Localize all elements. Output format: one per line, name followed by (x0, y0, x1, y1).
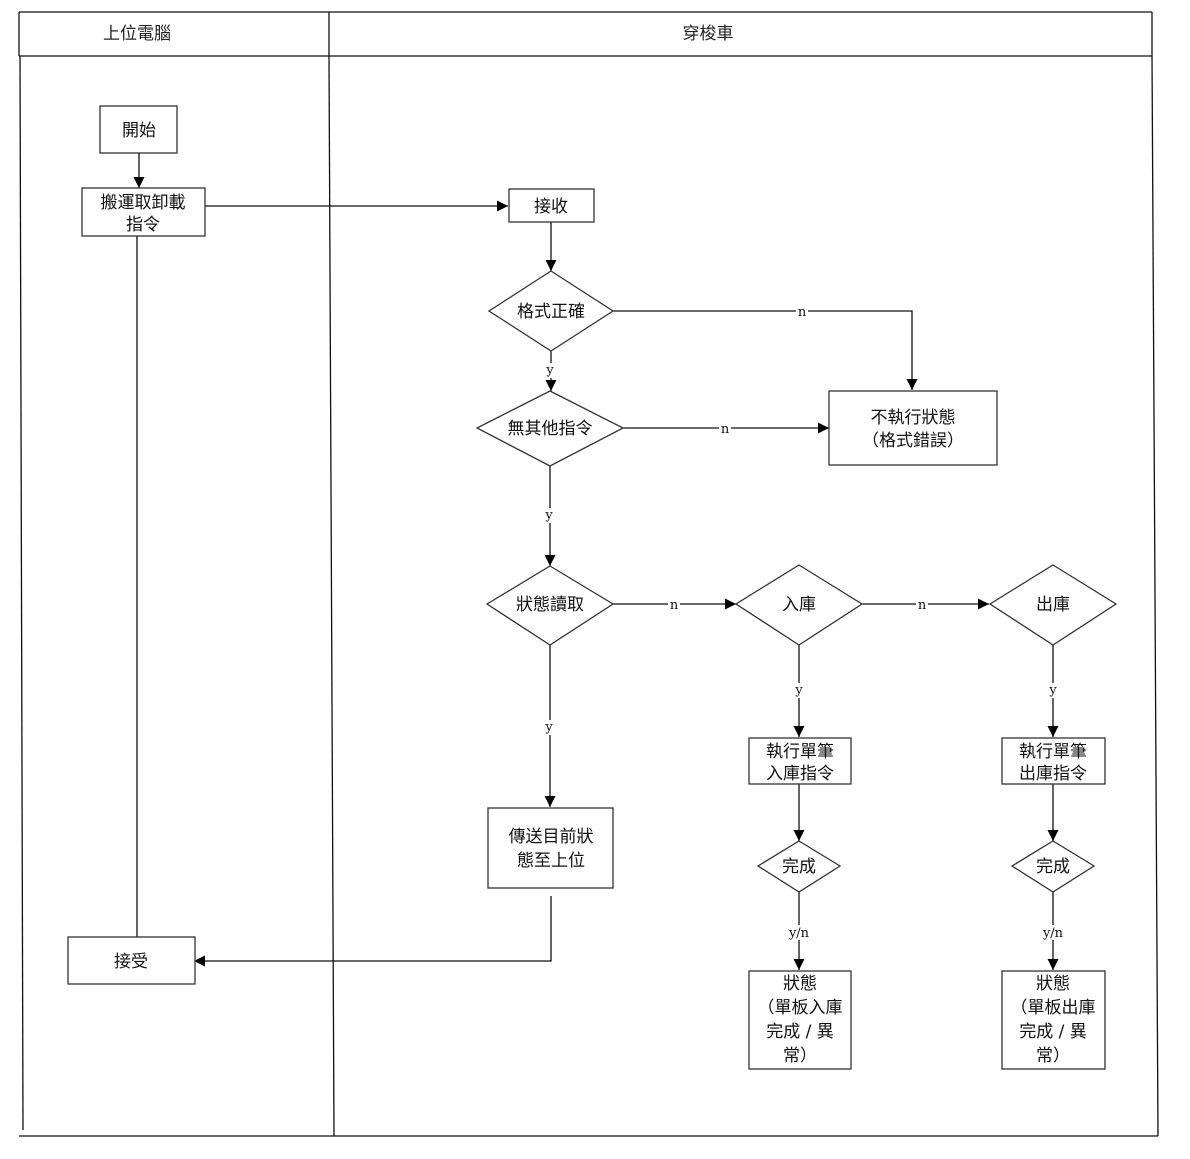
node-receive: 接收 (508, 188, 595, 223)
edge-label-n: n (721, 422, 730, 437)
edge-label-y: y (544, 508, 553, 523)
node-send-status: 傳送目前狀 態至上位 (487, 807, 614, 889)
edge-label-y: y (545, 363, 554, 378)
edge-label-yn: y/n (788, 926, 810, 941)
node-exec-inbound-line-2: 入庫指令 (766, 764, 834, 784)
node-not-executed: 不執行狀態 （格式錯誤） (828, 390, 998, 466)
node-status-outbound: 狀態 （單板出庫 完成 / 異 常） (1001, 970, 1106, 1070)
node-accept-label: 接受 (114, 952, 148, 972)
lane-header-host: 上位電腦 (103, 24, 171, 44)
decision-inbound-label: 入庫 (782, 595, 816, 615)
decision-status-read: 狀態讀取 (485, 565, 615, 646)
edge-label-n: n (918, 598, 927, 613)
lane-header-shuttle: 穿梭車 (683, 24, 734, 44)
node-status-inbound-line-2: （單板入庫 (758, 998, 843, 1018)
node-status-inbound-line-1: 狀態 (783, 974, 817, 994)
node-start-label: 開始 (122, 121, 156, 141)
edge-label-y: y (794, 683, 803, 698)
node-exec-inbound-line-1: 執行單筆 (766, 742, 834, 762)
node-not-executed-line-2: （格式錯誤） (862, 431, 964, 451)
node-status-outbound-line-4: 常） (1036, 1046, 1070, 1066)
edge-label-yn: y/n (1042, 926, 1064, 941)
node-status-inbound-line-3: 完成 / 異 (766, 1022, 834, 1042)
node-status-outbound-line-2: （單板出庫 (1011, 998, 1096, 1018)
arrow-send-to-accept (194, 896, 552, 967)
decision-done-inbound-label: 完成 (782, 857, 816, 877)
node-exec-outbound: 執行單筆 出庫指令 (1001, 737, 1106, 785)
decision-no-other-command: 無其他指令 (475, 390, 625, 467)
edge-label-n: n (798, 305, 807, 320)
node-receive-label: 接收 (534, 197, 568, 217)
node-start: 開始 (99, 105, 178, 154)
node-accept: 接受 (67, 936, 196, 985)
edge-label-y: y (1048, 683, 1057, 698)
edge-label-y: y (544, 720, 553, 735)
decision-format-ok-label: 格式正確 (517, 302, 585, 322)
edge-label-n: n (670, 598, 679, 613)
edge-labels: n y n y n n y y y y/n y/n (543, 304, 1065, 941)
decision-outbound-label: 出庫 (1036, 595, 1070, 615)
decision-outbound: 出庫 (988, 564, 1118, 646)
node-not-executed-line-1: 不執行狀態 (871, 408, 956, 428)
node-send-status-line-2: 態至上位 (517, 851, 585, 871)
node-status-outbound-line-3: 完成 / 異 (1019, 1022, 1087, 1042)
node-status-outbound-line-1: 狀態 (1036, 974, 1070, 994)
decision-format-ok: 格式正確 (487, 270, 615, 352)
swimlane-frame (18, 11, 1159, 1137)
decision-status-read-label: 狀態讀取 (516, 595, 584, 615)
decision-no-other-command-label: 無其他指令 (508, 419, 593, 439)
decision-done-outbound-label: 完成 (1036, 857, 1070, 877)
node-status-inbound: 狀態 （單板入庫 完成 / 異 常） (748, 970, 852, 1070)
decision-inbound: 入庫 (734, 564, 864, 646)
node-command-line-1: 搬運取卸載 (101, 193, 186, 213)
node-send-status-line-1: 傳送目前狀 (509, 827, 594, 847)
node-command: 搬運取卸載 指令 (81, 187, 206, 237)
node-exec-outbound-line-2: 出庫指令 (1019, 764, 1087, 784)
decision-done-inbound: 完成 (756, 840, 842, 893)
node-exec-inbound: 執行單筆 入庫指令 (748, 737, 852, 785)
arrow-format-no (613, 310, 918, 390)
decision-done-outbound: 完成 (1010, 840, 1096, 893)
node-status-inbound-line-4: 常） (783, 1046, 817, 1066)
node-exec-outbound-line-1: 執行單筆 (1019, 742, 1087, 762)
node-command-line-2: 指令 (126, 215, 160, 235)
